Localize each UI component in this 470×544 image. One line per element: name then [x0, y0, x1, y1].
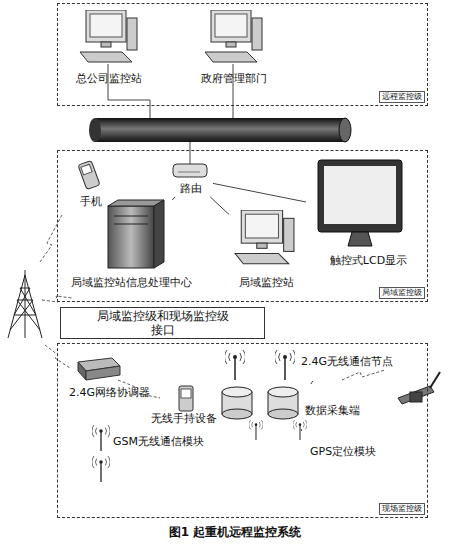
device-node: 数据采集端	[219, 384, 374, 429]
node-label: 数据采集端	[305, 404, 373, 417]
node-label: 手机	[71, 195, 111, 208]
device-node: 触控式LCD显示	[306, 156, 421, 271]
device-node: 政府管理部门	[186, 9, 281, 87]
crane-icon	[398, 372, 440, 404]
level-tag: 现场监控级	[379, 503, 425, 515]
network-link	[172, 197, 175, 200]
node-label: 2.4G网络协调器	[69, 386, 169, 399]
network-link	[213, 183, 306, 202]
level-band: 局域监控级 手机 路由局域监控站信息处理中心 局域监控站触控式LCD显示	[57, 150, 428, 302]
device-node: GSM无线通信模块	[63, 427, 213, 485]
data-collector-icons	[222, 387, 298, 419]
level-band: 现场监控级 2.4G网络协调器无线手持设备 2.4G无线通信节点数据采集端 GSM无线…	[57, 343, 428, 518]
level-band: 远程监控级 总公司监控站 政府管理部门	[57, 3, 428, 106]
figure-caption: 图1 起重机远程监控系统	[0, 524, 470, 541]
device-node: 局域监控站	[229, 206, 303, 292]
internet-pipe	[89, 118, 351, 142]
node-label: 局域监控站	[229, 276, 303, 289]
level-tag: 局域监控级	[379, 287, 425, 299]
network-link	[210, 197, 229, 214]
phone-icon	[78, 160, 100, 189]
network-link	[301, 429, 302, 431]
device-node: 总公司监控站	[61, 9, 156, 87]
device-node: 2.4G网络协调器	[69, 356, 169, 401]
wireless-links	[40, 215, 385, 398]
device-node: 无线手持设备	[151, 384, 236, 426]
handheld-icon	[179, 386, 193, 411]
node-label: 路由	[169, 182, 213, 195]
node-label: 政府管理部门	[186, 72, 281, 85]
device-node: 路由	[169, 161, 213, 197]
radio-tower	[8, 270, 42, 338]
antenna-icons	[92, 350, 307, 482]
device-node: 局域监控站信息处理中心	[63, 200, 199, 292]
node-label: 局域监控站信息处理中心	[63, 276, 199, 289]
device-node: 2.4G无线通信节点	[223, 349, 423, 381]
node-label: 2.4G无线通信节点	[301, 355, 421, 368]
node-label: 总公司监控站	[61, 72, 156, 85]
node-label: 触控式LCD显示	[316, 254, 421, 267]
interface-box: 局域监控级和现场监控级接口	[60, 307, 265, 339]
node-label: GPS定位模块	[310, 445, 386, 458]
network-link	[311, 381, 313, 384]
coordinator-icon	[78, 358, 120, 380]
node-label: 无线手持设备	[151, 412, 236, 425]
server-icon	[108, 200, 164, 268]
device-node: GPS定位模块	[226, 431, 386, 471]
device-node: 手机	[71, 159, 111, 209]
router-icon	[173, 164, 207, 177]
level-tag: 远程监控级	[379, 91, 425, 103]
node-label: GSM无线通信模块	[113, 435, 213, 448]
node-label: 局域监控级和现场监控级接口	[91, 309, 234, 337]
lcd-monitor-icon	[318, 160, 402, 246]
